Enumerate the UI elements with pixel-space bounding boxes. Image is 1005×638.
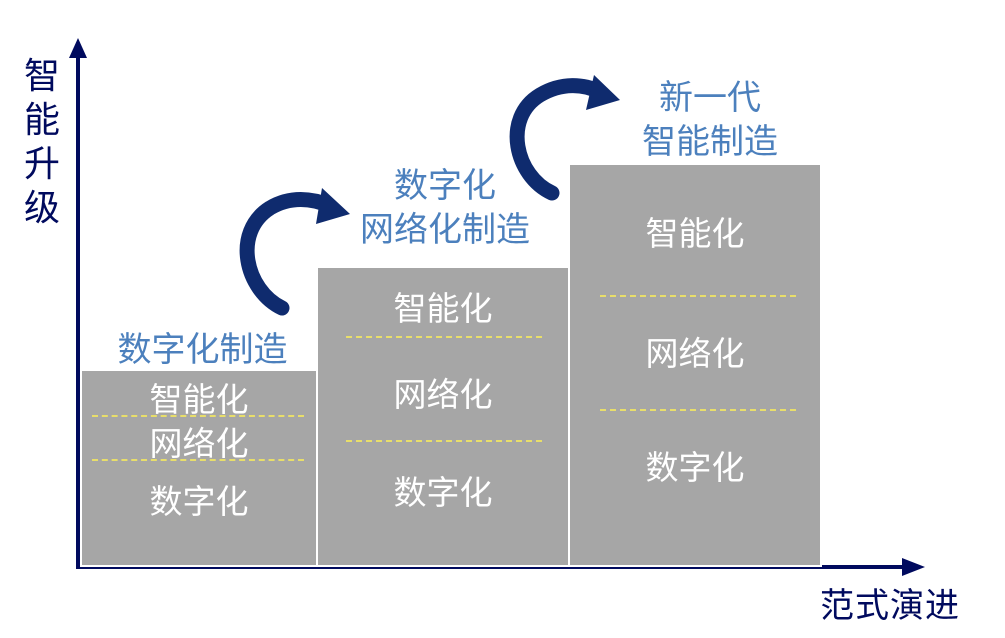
- stage-1-separator: [92, 459, 304, 461]
- y-axis-char: 升: [23, 144, 60, 185]
- stage-2-title-line: 数字化: [394, 166, 496, 206]
- stage-3-layer-digital: 数字化: [645, 448, 745, 487]
- x-axis-label: 范式演进: [820, 586, 960, 626]
- stage-2-layer-network: 网络化: [393, 375, 493, 414]
- stage-1-layer-digital: 数字化: [149, 482, 249, 521]
- stage-1-separator: [92, 415, 304, 417]
- x-axis-arrowhead: [902, 558, 925, 576]
- y-axis-char: 能: [23, 100, 60, 141]
- stage-2-title: 数字化 网络化制造: [340, 164, 550, 252]
- y-axis-char: 智: [23, 56, 60, 97]
- y-axis-label: 智 能 升 级: [22, 55, 62, 231]
- stage-2-bar: 智能化 网络化 数字化: [316, 266, 570, 567]
- stage-3-bar: 智能化 网络化 数字化: [568, 163, 822, 567]
- transition-arrow-1: [239, 188, 350, 316]
- stage-3-title-line: 新一代: [659, 78, 761, 118]
- stage-1-title-line: 数字化制造: [117, 330, 288, 370]
- stage-1-title: 数字化制造: [100, 328, 305, 372]
- stage-2-separator: [346, 336, 542, 338]
- stage-1-bar: 智能化 网络化 数字化: [80, 369, 318, 567]
- stage-2-title-line: 网络化制造: [360, 210, 530, 250]
- y-axis-arrowhead: [69, 38, 87, 58]
- stage-1-layer-network: 网络化: [149, 424, 249, 463]
- stage-1-layer-intelligent: 智能化: [149, 380, 249, 419]
- stage-2-layer-intelligent: 智能化: [393, 289, 493, 328]
- stage-3-separator: [600, 295, 796, 297]
- transition-arrow-2: [509, 75, 620, 201]
- y-axis-char: 级: [23, 188, 60, 229]
- stage-3-title: 新一代 智能制造: [610, 76, 810, 164]
- stage-2-separator: [346, 440, 542, 442]
- stage-3-title-line: 智能制造: [642, 122, 778, 162]
- stage-2-layer-digital: 数字化: [393, 473, 493, 512]
- stage-3-layer-intelligent: 智能化: [645, 214, 745, 253]
- stage-3-separator: [600, 409, 796, 411]
- stage-3-layer-network: 网络化: [645, 334, 745, 373]
